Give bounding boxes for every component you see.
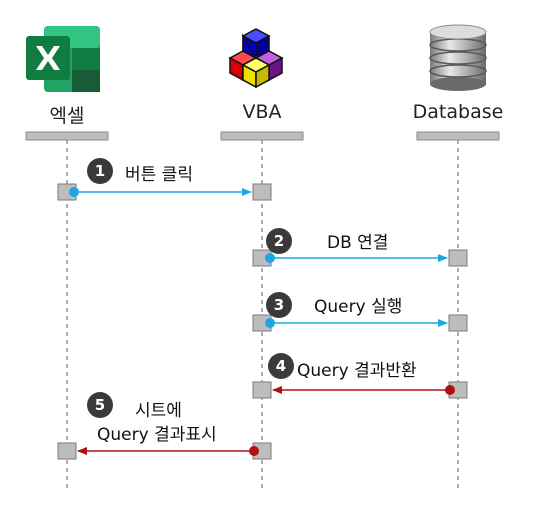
activation-box	[448, 314, 468, 332]
actor-label-excel: 엑셀	[49, 105, 85, 127]
step-1-badge: 1	[87, 158, 113, 184]
step-5-label-line1: 시트에	[135, 401, 182, 421]
step-5-label-line2: Query 결과표시	[97, 425, 217, 445]
step-3-label: Query 실행	[314, 297, 403, 317]
vba-cubes-icon	[228, 28, 284, 89]
excel-icon	[26, 26, 100, 92]
actor-label-vba: VBA	[242, 101, 282, 123]
step-4-start-dot	[445, 385, 455, 395]
step-2-start-dot	[265, 253, 275, 263]
vba-header-bar	[220, 131, 304, 141]
activation-box	[448, 249, 468, 267]
step-3-start-dot	[265, 318, 275, 328]
step-1-label: 버튼 클릭	[125, 165, 193, 185]
step-2-badge: 2	[266, 228, 292, 254]
step-2-label: DB 연결	[327, 233, 389, 253]
step-3-badge: 3	[266, 292, 292, 318]
step-5-badge: 5	[87, 392, 113, 418]
step-4-badge: 4	[268, 353, 294, 379]
db-header-bar	[416, 131, 500, 141]
excel-header-bar	[25, 131, 109, 141]
step-1-start-dot	[69, 187, 79, 197]
activation-box	[57, 442, 77, 460]
step-4-label: Query 결과반환	[297, 361, 417, 381]
actor-label-database: Database	[412, 101, 504, 123]
activation-box	[252, 183, 272, 201]
step-5-start-dot	[249, 446, 259, 456]
database-icon	[429, 24, 487, 91]
activation-box	[252, 381, 272, 399]
